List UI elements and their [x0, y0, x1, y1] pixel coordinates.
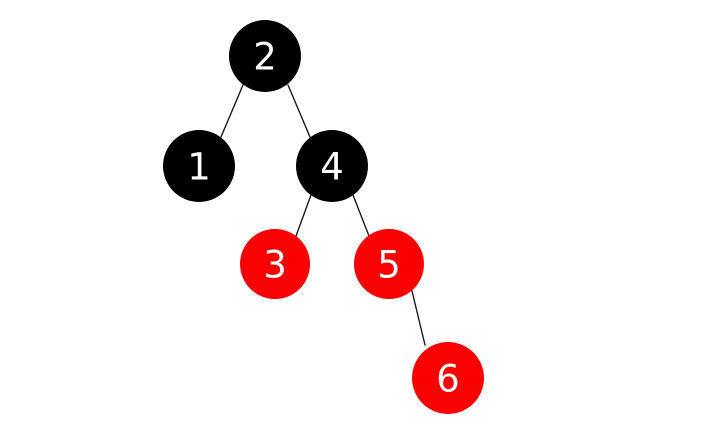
tree-node-4[interactable]: 4	[296, 130, 368, 202]
tree-edge-2-1	[220, 84, 244, 138]
edge-layer	[220, 84, 426, 346]
tree-node-5[interactable]: 5	[354, 229, 424, 299]
node-circle-2[interactable]	[229, 20, 301, 92]
tree-node-2[interactable]: 2	[229, 20, 301, 92]
node-circle-4[interactable]	[296, 130, 368, 202]
node-circle-1[interactable]	[163, 130, 235, 202]
tree-node-6[interactable]: 6	[412, 342, 484, 414]
node-circle-5[interactable]	[354, 229, 424, 299]
tree-edge-4-3	[295, 194, 312, 237]
tree-node-1[interactable]: 1	[163, 130, 235, 202]
node-circle-3[interactable]	[240, 229, 310, 299]
tree-node-3[interactable]: 3	[240, 229, 310, 299]
node-circle-6[interactable]	[412, 342, 484, 414]
tree-edge-5-6	[411, 290, 426, 346]
tree-edge-4-5	[352, 194, 370, 237]
tree-edge-2-4	[287, 84, 311, 138]
